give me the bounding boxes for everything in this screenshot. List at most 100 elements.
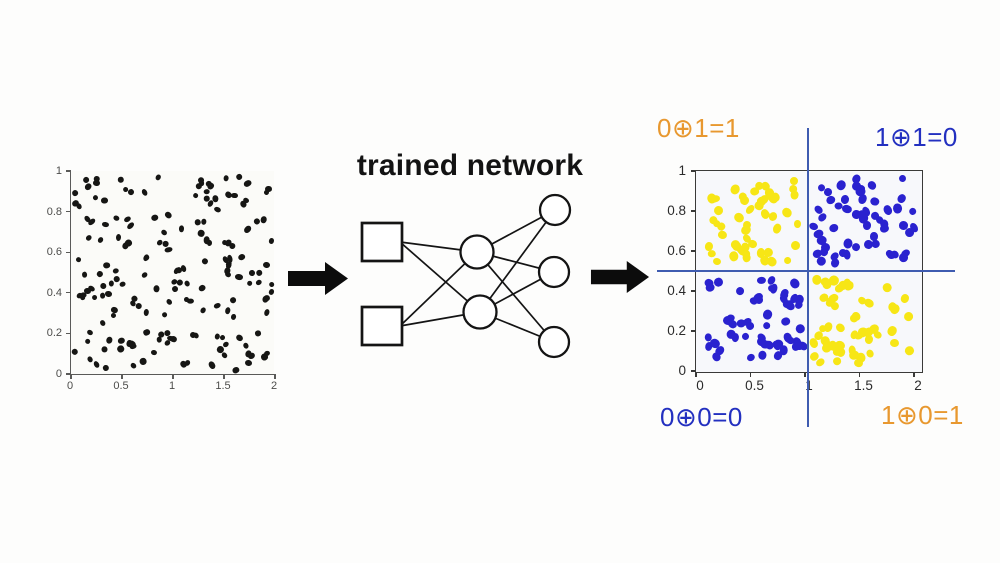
scatter-dot <box>244 359 253 368</box>
classified-dot <box>862 220 871 230</box>
scatter-dot <box>221 239 228 245</box>
classified-dot <box>793 219 801 229</box>
x-tick-mark <box>70 374 72 379</box>
classified-dot <box>864 348 875 359</box>
classified-dot <box>869 196 881 206</box>
classified-dot <box>882 282 892 293</box>
scatter-dot <box>236 252 246 262</box>
classified-dot <box>865 179 878 192</box>
x-tick-label: 0.5 <box>113 380 129 392</box>
scatter-dot <box>117 336 126 345</box>
output-node-circle <box>537 325 571 359</box>
scatter-dot <box>163 210 173 220</box>
xor-label-top-right: 1⊕1=0 <box>875 122 958 152</box>
scatter-dot <box>201 218 208 226</box>
classified-dot <box>749 186 760 196</box>
scatter-dot <box>165 298 174 306</box>
right-arrow-icon <box>288 262 348 295</box>
classified-dot <box>863 334 874 345</box>
scatter-dot <box>228 242 236 250</box>
y-tick-label: 1 <box>55 165 62 177</box>
y-tick-mark <box>66 373 71 375</box>
scatter-dot <box>99 282 107 290</box>
right-arrow-icon <box>590 261 650 293</box>
scatter-dot <box>203 189 210 195</box>
scatter-dot <box>115 233 121 241</box>
input-node-square <box>360 221 404 263</box>
scatter-dot <box>85 355 94 364</box>
classified-dot <box>842 248 852 260</box>
scatter-dot <box>234 332 245 343</box>
scatter-dot <box>126 221 136 230</box>
scatter-dot <box>252 217 261 226</box>
decision-boundary-horizontal <box>657 270 955 272</box>
scatter-dot <box>81 272 88 279</box>
x-tick-mark <box>121 374 123 379</box>
classified-dot <box>734 285 746 297</box>
scatter-dot <box>223 174 229 182</box>
x-tick-mark <box>172 374 174 379</box>
scatter-dot <box>259 215 268 225</box>
scatter-dot <box>198 283 207 293</box>
x-tick-mark <box>223 374 225 379</box>
classified-dot <box>745 352 756 363</box>
classified-dot <box>834 178 848 192</box>
scatter-dot <box>203 236 210 244</box>
scatter-dot <box>139 357 147 366</box>
y-tick-label: 0.8 <box>46 205 62 218</box>
scatter-dot <box>130 362 138 371</box>
classified-dot <box>757 276 767 284</box>
classified-dot <box>761 320 771 330</box>
y-tick-label: 0.4 <box>46 286 62 299</box>
x-tick-label: 1 <box>168 380 176 392</box>
scatter-dot <box>267 237 275 244</box>
classified-dot <box>788 277 801 290</box>
x-tick-mark <box>913 372 915 377</box>
scatter-dot <box>183 279 191 288</box>
xor-label-bottom-right: 1⊕0=1 <box>881 400 964 430</box>
scatter-dot <box>178 224 184 232</box>
scatter-dot <box>218 334 226 342</box>
scatter-dot <box>199 306 207 315</box>
output-node-circle <box>538 193 572 227</box>
scatter-dot <box>262 261 271 269</box>
output-node-circle <box>537 255 571 289</box>
classified-dot <box>758 349 768 360</box>
scatter-dot <box>140 270 149 279</box>
classified-dot <box>789 189 799 200</box>
y-tick-mark <box>691 370 696 372</box>
classified-dot <box>713 277 724 287</box>
scatter-dot <box>254 269 263 278</box>
classified-dot <box>902 310 915 323</box>
network-title: trained network <box>356 149 584 182</box>
classified-dot <box>862 297 875 310</box>
scatter-dot <box>112 214 121 222</box>
scatter-dot <box>102 346 108 353</box>
classified-dot <box>898 174 907 184</box>
scatter-dot <box>142 254 151 262</box>
scatter-dot <box>229 296 238 304</box>
classified-dot <box>882 204 894 217</box>
scatter-dot <box>242 224 253 234</box>
scatter-dot <box>159 228 168 237</box>
scatter-dot <box>94 175 100 182</box>
scatter-dot <box>115 344 126 354</box>
x-tick-mark <box>695 372 697 377</box>
x-tick-mark <box>749 372 752 377</box>
classified-dot <box>849 313 859 323</box>
y-tick-mark <box>66 251 71 253</box>
scatter-dot <box>112 275 121 283</box>
scatter-dot <box>160 311 168 319</box>
scatter-dot <box>75 202 83 211</box>
classified-dot <box>735 318 747 328</box>
y-tick-label: 1 <box>678 163 686 178</box>
scatter-dot <box>212 195 220 203</box>
scatter-dot <box>234 273 244 280</box>
scatter-dot <box>187 298 195 305</box>
y-tick-label: 0.2 <box>46 327 62 340</box>
scatter-dot <box>140 188 149 197</box>
classified-dot <box>740 331 751 342</box>
classified-dot <box>890 339 900 348</box>
